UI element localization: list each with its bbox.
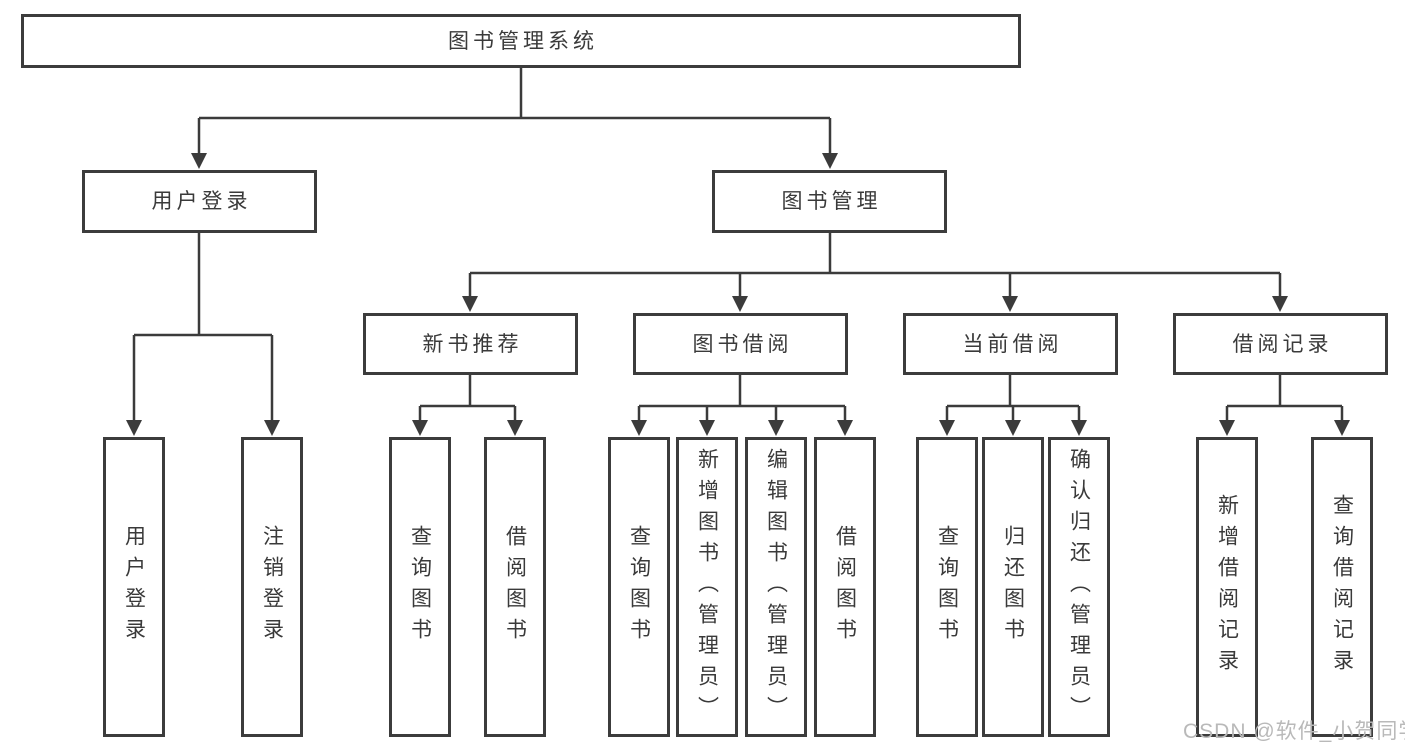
- leaf-query-books-borrowing: 查询图书: [608, 437, 670, 737]
- leaf-borrow-books-borrowing: 借阅图书: [814, 437, 876, 737]
- leaf-query-books-current: 查询图书: [916, 437, 978, 737]
- node-borrow-records: 借阅记录: [1173, 313, 1388, 375]
- node-current-borrowing: 当前借阅: [903, 313, 1118, 375]
- leaf-user-login: 用户登录: [103, 437, 165, 737]
- leaf-confirm-return-admin: 确认归还（管理员）: [1048, 437, 1110, 737]
- node-new-book-recommend: 新书推荐: [363, 313, 578, 375]
- leaf-add-borrow-record: 新增借阅记录: [1196, 437, 1258, 737]
- node-user-login: 用户登录: [82, 170, 317, 233]
- leaf-edit-book-admin: 编辑图书（管理员）: [745, 437, 807, 737]
- node-library-management-system: 图书管理系统: [21, 14, 1021, 68]
- leaf-query-borrow-record: 查询借阅记录: [1311, 437, 1373, 737]
- leaf-logout: 注销登录: [241, 437, 303, 737]
- node-book-borrowing: 图书借阅: [633, 313, 848, 375]
- leaf-return-book: 归还图书: [982, 437, 1044, 737]
- csdn-watermark: CSDN @软件_小贺同学: [1183, 720, 1405, 743]
- leaf-borrow-books-newbook: 借阅图书: [484, 437, 546, 737]
- node-book-management: 图书管理: [712, 170, 947, 233]
- leaf-query-books-newbook: 查询图书: [389, 437, 451, 737]
- leaf-add-book-admin: 新增图书（管理员）: [676, 437, 738, 737]
